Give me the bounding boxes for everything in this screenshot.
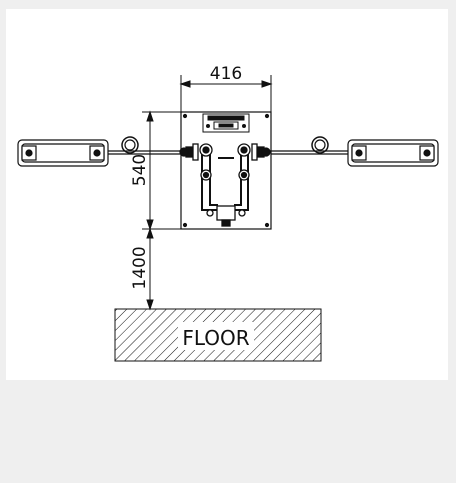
- height-dimension-label: 540: [130, 154, 150, 186]
- height-dimension: [142, 110, 181, 231]
- right-luminaire: [347, 139, 439, 167]
- width-dimension-label: 416: [210, 64, 242, 84]
- floor-block: [114, 308, 322, 362]
- control-box: [202, 113, 250, 133]
- floor-clearance-dimension: [146, 227, 154, 311]
- right-hanger-ring: [311, 136, 329, 154]
- floor-label: FLOOR: [182, 326, 249, 350]
- left-luminaire: [17, 139, 109, 167]
- floor-clearance-dimension-label: 1400: [130, 246, 150, 289]
- valve-fittings: [179, 143, 271, 227]
- left-hanger-ring: [121, 136, 139, 154]
- width-dimension: [179, 75, 273, 112]
- piping-assembly: [201, 150, 249, 211]
